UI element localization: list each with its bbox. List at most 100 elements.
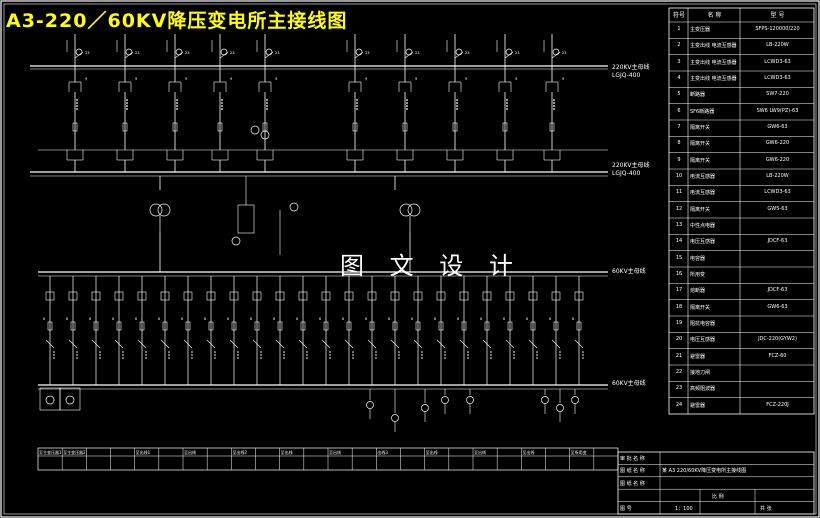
- table-header-1: 名 称: [707, 12, 722, 19]
- svg-text:6: 6: [549, 317, 551, 321]
- title-block-row4-sheet: 共 张: [760, 506, 772, 512]
- table-cell: 16: [675, 271, 683, 277]
- svg-text:9: 9: [185, 77, 188, 81]
- table-cell: 高频阻波器: [690, 386, 716, 393]
- bay-label: 至出线2: [232, 450, 247, 455]
- bus-220kv-bottom-conductor: LGJQ-400: [612, 170, 641, 177]
- svg-text:6: 6: [411, 317, 413, 321]
- table-cell: GW5-63: [767, 205, 788, 212]
- bay-label: 至出线: [425, 450, 438, 455]
- bus-220kv-bottom-name: 220KV主母线: [612, 162, 650, 169]
- table-cell: 2: [677, 42, 681, 49]
- svg-text:6: 6: [181, 317, 183, 321]
- equipment-table-grid: [37, 7, 815, 515]
- table-cell: 主变出线 电流互感器: [690, 59, 737, 66]
- table-cell: 17: [675, 287, 683, 294]
- bay-label: 至出线1: [135, 450, 151, 455]
- table-cell: 20: [675, 336, 683, 343]
- table-cell: 避雷器: [690, 353, 706, 360]
- table-cell: LCWD3-63: [764, 75, 791, 81]
- title-block-row4-label: 图 号: [620, 506, 632, 512]
- svg-text:23: 23: [515, 51, 520, 55]
- table-cell: LB-220W: [766, 173, 789, 179]
- bus-60kv-bottom-name: 60KV主母线: [612, 380, 646, 387]
- svg-text:6: 6: [572, 317, 574, 321]
- table-cell: 电流互感器: [690, 190, 716, 197]
- table-cell: GW6-220: [765, 156, 790, 163]
- bus-220kv-top-name: 220KV主母线: [612, 64, 650, 71]
- title-block-row2-value: 某 A3 220/60KV降压变电所主接线图: [662, 468, 747, 474]
- svg-text:6: 6: [66, 317, 68, 321]
- bus-60kv-top-name: 60KV主母线: [612, 268, 646, 275]
- table-cell: 避雷器: [690, 402, 706, 409]
- table-cell: 7: [677, 124, 681, 130]
- svg-text:6: 6: [526, 317, 528, 321]
- svg-text:23: 23: [135, 51, 140, 55]
- table-cell: JDCF-63: [767, 238, 788, 245]
- svg-text:23: 23: [415, 51, 420, 55]
- svg-text:9: 9: [465, 77, 468, 81]
- table-cell: 电压互感器: [690, 337, 716, 344]
- bay-label: 出线3: [377, 450, 388, 455]
- bay-label: 至出线: [522, 450, 535, 455]
- svg-text:6: 6: [388, 317, 390, 321]
- table-cell: GW6-220: [765, 140, 790, 147]
- table-cell: 9: [677, 156, 681, 163]
- table-cell: SFPS-120000/220: [755, 26, 800, 32]
- table-cell: 熔断器: [690, 288, 706, 295]
- table-cell: FCZ-60: [768, 352, 787, 359]
- svg-text:23: 23: [562, 51, 567, 55]
- title-block-row3-label: 图 纸 名 称: [620, 481, 645, 487]
- svg-text:23: 23: [185, 51, 190, 55]
- svg-text:9: 9: [135, 77, 138, 81]
- table-cell: 4: [677, 75, 681, 81]
- bay-label: 至所用变: [570, 450, 587, 455]
- table-cell: 电流互感器: [690, 174, 716, 180]
- table-cell: JDC-220(GYW2): [758, 336, 797, 343]
- table-cell: 6: [677, 107, 681, 114]
- svg-text:6: 6: [503, 317, 505, 321]
- svg-text:9: 9: [515, 77, 518, 81]
- table-cell: SF6断路器: [690, 108, 715, 115]
- table-cell: 隔离开关: [690, 206, 711, 213]
- table-cell: 阻抗电容器: [690, 321, 716, 327]
- table-cell: 21: [675, 352, 683, 359]
- svg-text:6: 6: [227, 317, 229, 321]
- svg-text:6: 6: [434, 317, 436, 321]
- bay-label: 至出线: [280, 450, 293, 455]
- bay-label: 至出线: [474, 450, 486, 455]
- drawing-title: A3-220／60KV降压变电所主接线图: [6, 10, 348, 32]
- table-header-0: 符号: [672, 12, 685, 19]
- table-cell: 隔离开关: [690, 304, 711, 311]
- title-block-row4-scale: 1：100: [675, 506, 693, 512]
- table-cell: 隔离开关: [690, 125, 711, 131]
- table-cell: 隔离开关: [690, 157, 711, 164]
- title-block-row1-label: 审 批 名 称: [620, 456, 645, 462]
- svg-text:9: 9: [85, 77, 88, 81]
- table-cell: 电容器: [690, 255, 706, 262]
- table-cell: 13: [675, 222, 683, 228]
- svg-text:6: 6: [342, 317, 344, 321]
- svg-text:6: 6: [89, 317, 91, 321]
- table-cell: JDCF-63: [767, 287, 788, 294]
- table-cell: 隔离开关: [690, 141, 711, 148]
- svg-text:23: 23: [465, 51, 470, 55]
- svg-text:6: 6: [365, 317, 367, 321]
- svg-text:6: 6: [135, 317, 137, 321]
- table-cell: 23: [675, 385, 683, 392]
- table-cell: SW7-220: [766, 91, 789, 98]
- svg-text:9: 9: [230, 77, 233, 81]
- table-cell: 主变出线 电流互感器: [690, 76, 737, 82]
- bay-label: 至主变压器2: [63, 450, 86, 455]
- svg-text:9: 9: [415, 77, 418, 81]
- svg-text:6: 6: [158, 317, 160, 321]
- table-cell: LCWD3-63: [764, 58, 791, 65]
- table-cell: 主变压器: [690, 27, 711, 33]
- table-header-2: 型 号: [770, 12, 785, 19]
- title-block-row3-scale-label: 比 例: [712, 494, 724, 500]
- table-cell: 电压互感器: [690, 239, 716, 246]
- single-line-wiring: [30, 34, 608, 432]
- table-cell: GW6-63: [767, 303, 788, 310]
- table-cell: SW6 LW9(PZ)-63: [756, 107, 799, 114]
- table-cell: 所用变: [690, 272, 706, 278]
